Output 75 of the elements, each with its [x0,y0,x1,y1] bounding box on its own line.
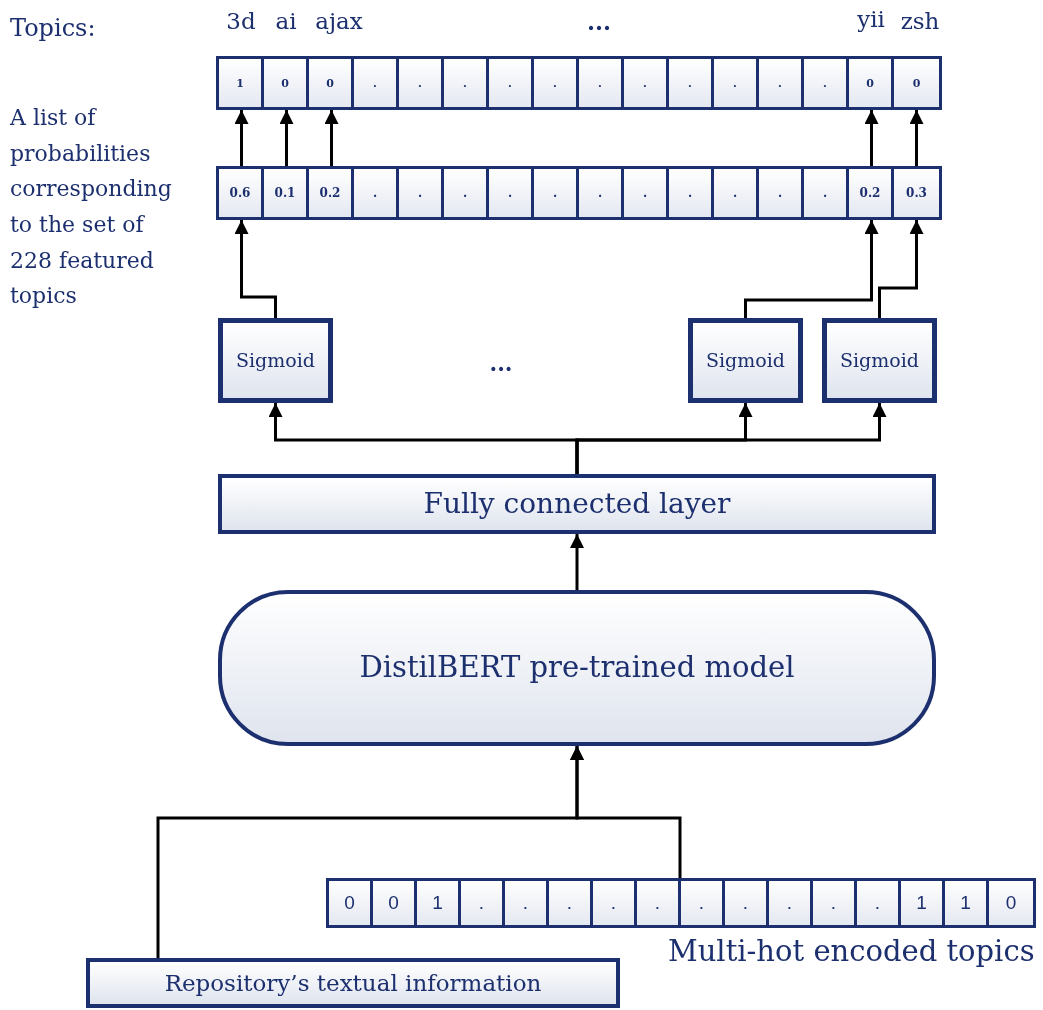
probability-cell: . [804,169,849,217]
text-label: ... [586,8,612,36]
topic-cell: . [399,59,444,107]
encoded-cell: 1 [901,881,945,925]
probability-cell: . [714,169,759,217]
topic-cell: . [759,59,804,107]
sigmoid-box: Sigmoid [822,318,937,403]
topic-cell: . [714,59,759,107]
layer-box: Fully connected layer [218,474,936,534]
arrow [744,220,879,318]
arrow [279,110,294,166]
arrow [864,110,879,166]
text-label: A list of probabilities corresponding to the set of 228 featured topics [10,104,173,311]
sigmoid-box: Sigmoid [218,318,333,403]
text-label: Topics: [10,14,96,43]
row-caption: Multi-hot encoded topics [668,934,1035,969]
probability-cell: . [624,169,669,217]
arrow [324,110,339,166]
probability-cell: . [354,169,399,217]
probability-cell: . [534,169,579,217]
text-label: ... [488,350,514,377]
topic-cell: . [624,59,669,107]
probability-cell: 0.2 [849,169,894,217]
text-label: yii [856,6,886,34]
topic-cell: 0 [309,59,354,107]
encoded-cell: . [593,881,637,925]
encoded-cell: 0 [329,881,373,925]
encoded-cell: . [637,881,681,925]
encoded-cell: . [769,881,813,925]
arrow [234,110,249,166]
probability-cell: . [759,169,804,217]
probability-cell: 0.6 [219,169,264,217]
probability-cell: 0.1 [264,169,309,217]
vector-bar [216,56,942,110]
topic-cell: 0 [849,59,894,107]
encoded-cell: . [461,881,505,925]
sigmoid-box: Sigmoid [688,318,803,403]
model-box: DistilBERT pre-trained model [218,590,936,746]
topic-cell: . [579,59,624,107]
encoded-cell: 1 [945,881,989,925]
probability-cell: . [669,169,714,217]
topic-cell: . [534,59,579,107]
probability-cell: . [444,169,489,217]
probability-cell: 0.2 [309,169,354,217]
encoded-cell: . [813,881,857,925]
input-box: Repository’s textual information [86,958,620,1008]
arrow [570,746,682,878]
probability-cell: . [399,169,444,217]
topic-cell: 1 [219,59,264,107]
arrow [570,534,584,590]
topic-cell: . [489,59,534,107]
encoded-cell: . [857,881,901,925]
probability-cell: . [489,169,534,217]
encoded-cell: . [505,881,549,925]
topic-cell: . [669,59,714,107]
encoded-cell: . [725,881,769,925]
encoded-cell: . [681,881,725,925]
topic-cell: 0 [264,59,309,107]
text-label: ai [274,8,298,36]
arrow [878,220,924,318]
arrow [575,403,887,474]
text-label: zsh [899,8,941,36]
encoded-cell: . [549,881,593,925]
probability-cell: . [579,169,624,217]
text-label: ajax [314,8,364,36]
topic-cell: . [354,59,399,107]
topic-cell: . [444,59,489,107]
vector-bar [216,166,942,220]
topic-cell: . [804,59,849,107]
encoded-cell: 0 [373,881,417,925]
vector-bar [326,878,1036,928]
arrow [909,110,924,166]
encoded-cell: 1 [417,881,461,925]
text-label: 3d [225,8,257,36]
arrow [234,220,277,318]
